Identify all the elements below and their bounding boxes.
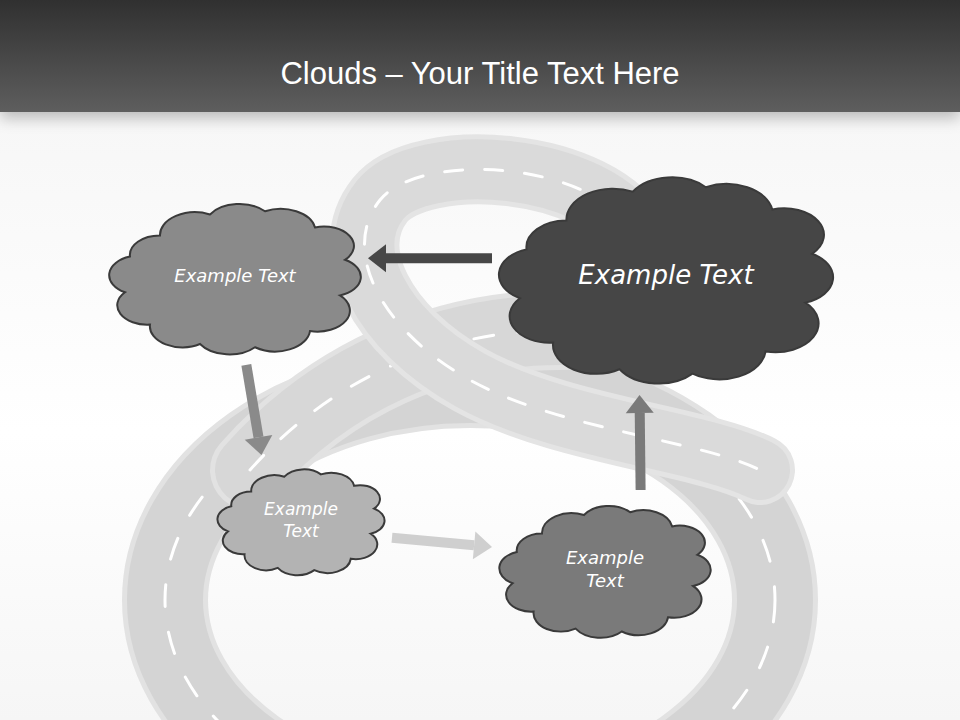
cloud-outline — [500, 498, 710, 640]
arrow-head — [368, 244, 386, 272]
cloud-text-wrap: Example Text — [251, 498, 351, 542]
cloud-shape: Example Text — [500, 165, 832, 387]
cloud-shape: Example Text — [500, 498, 710, 640]
cloud-label: Example Text — [578, 259, 753, 293]
slide-title: Clouds – Your Title Text Here — [0, 54, 960, 94]
arrow-shaft — [392, 538, 474, 546]
cloud-outline — [218, 463, 384, 577]
arrow-head — [245, 435, 273, 455]
arrow-shaft — [635, 413, 646, 490]
cloud-text-wrap: Example Text — [174, 264, 295, 287]
arrow-shaft — [246, 365, 258, 437]
block-arrow — [245, 365, 273, 455]
arrow-head — [473, 531, 492, 559]
arrow-shaft — [386, 253, 492, 263]
cloud-label: Example Text — [251, 498, 351, 542]
cloud-label: Example Text — [550, 546, 660, 593]
cloud-text-wrap: Example Text — [550, 546, 660, 593]
block-arrow — [368, 244, 492, 272]
block-arrow — [626, 395, 654, 490]
cloud-label: Example Text — [174, 264, 295, 287]
cloud-shape: Example Text — [218, 463, 384, 577]
cloud-shape: Example Text — [110, 195, 360, 357]
block-arrow — [392, 531, 492, 559]
cloud-text-wrap: Example Text — [578, 259, 753, 293]
arrow-head — [626, 395, 654, 413]
